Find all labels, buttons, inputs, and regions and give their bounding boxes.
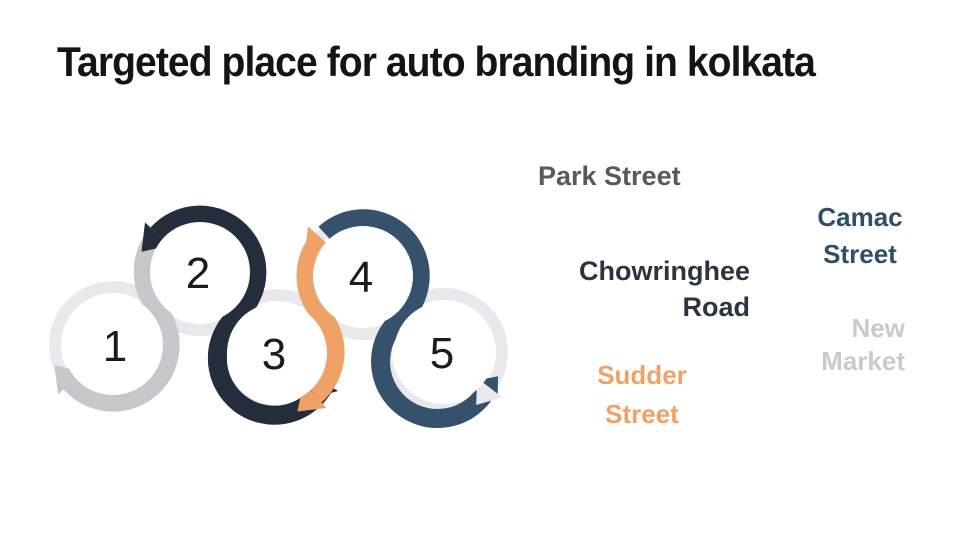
step-1-number: 1 xyxy=(103,322,127,371)
step-3-disc xyxy=(227,303,327,403)
step-5-disc xyxy=(394,302,494,402)
step-4-disc xyxy=(313,226,413,326)
gray-arrow-band xyxy=(63,235,180,412)
label-chowringhee-road: Chowringhee Road xyxy=(578,256,750,322)
dark-arrow-band xyxy=(150,205,336,425)
label-new-market: New Market xyxy=(821,313,905,376)
step-5-number: 5 xyxy=(430,329,454,378)
step-1-disc xyxy=(63,295,163,395)
step-discs xyxy=(63,222,494,403)
slide-title: Targeted place for auto branding in kolk… xyxy=(57,38,816,85)
label-park-street: Park Street xyxy=(538,161,681,191)
step-numbers: 1 2 3 4 5 xyxy=(103,249,454,379)
step-2-number: 2 xyxy=(186,249,210,298)
step-4-number: 4 xyxy=(349,253,373,302)
blue-arrow-band xyxy=(318,209,497,428)
label-sudder-street: Sudder Street xyxy=(597,360,687,429)
step-2-disc xyxy=(150,222,250,322)
step-3-number: 3 xyxy=(262,330,286,379)
orange-arrow-band xyxy=(296,231,345,403)
label-camac-street: Camac Street xyxy=(817,202,903,269)
light-ring-arrowhead xyxy=(476,377,503,405)
